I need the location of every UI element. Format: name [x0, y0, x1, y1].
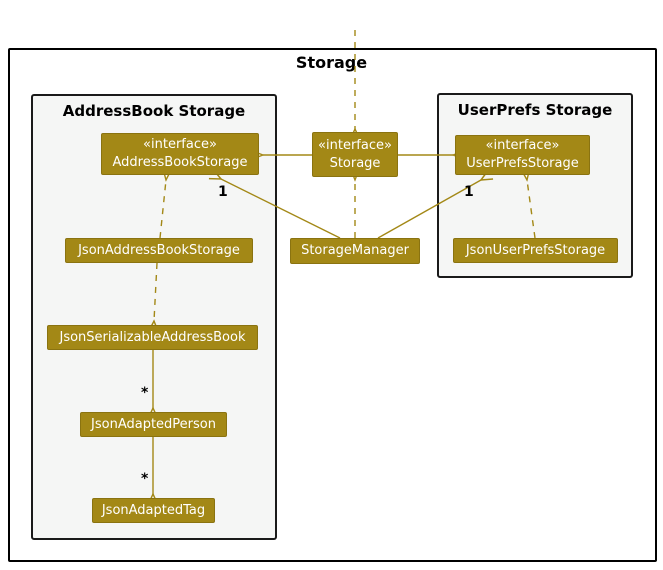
interface-userprefsstorage-node: «interface» UserPrefsStorage: [455, 135, 590, 175]
class-jsonadaptedtag-name: JsonAdaptedTag: [101, 502, 206, 518]
package-userprefs-title: UserPrefs Storage: [457, 101, 613, 119]
package-addressbook-title: AddressBook Storage: [62, 102, 246, 120]
interface-addressbookstorage-node: «interface» AddressBookStorage: [101, 133, 259, 175]
class-jsonadaptedperson-name: JsonAdaptedPerson: [91, 416, 216, 432]
interface-storage-name: Storage: [329, 155, 381, 171]
multiplicity-storagemanager-addressbookstorage: 1: [218, 184, 228, 200]
frame-title: Storage: [295, 53, 368, 72]
interface-addressbookstorage-stereotype: «interface»: [143, 137, 217, 153]
interface-storage-stereotype: «interface»: [318, 137, 392, 153]
class-jsonserializableaddressbook-name: JsonSerializableAddressBook: [59, 329, 246, 345]
class-jsonaddressbookstorage-name: JsonAddressBookStorage: [78, 242, 240, 258]
class-jsonadaptedperson-node: JsonAdaptedPerson: [80, 412, 227, 437]
multiplicity-storagemanager-userprefsstorage: 1: [464, 184, 474, 200]
class-storagemanager-node: StorageManager: [290, 238, 420, 264]
multiplicity-jsonserializableaddressbook-jsonadaptedperson: *: [141, 385, 149, 401]
interface-storage-node: «interface» Storage: [312, 132, 398, 177]
class-jsonuserprefsstorage-name: JsonUserPrefsStorage: [465, 242, 606, 258]
multiplicity-jsonadaptedperson-jsonadaptedtag: *: [141, 471, 149, 487]
interface-userprefsstorage-name: UserPrefsStorage: [466, 156, 579, 171]
class-jsonserializableaddressbook-node: JsonSerializableAddressBook: [47, 325, 258, 350]
class-jsonuserprefsstorage-node: JsonUserPrefsStorage: [453, 238, 618, 263]
interface-userprefsstorage-stereotype: «interface»: [485, 138, 560, 154]
class-storagemanager-name: StorageManager: [301, 243, 409, 259]
class-jsonadaptedtag-node: JsonAdaptedTag: [92, 498, 215, 523]
interface-addressbookstorage-name: AddressBookStorage: [112, 155, 248, 170]
class-jsonaddressbookstorage-node: JsonAddressBookStorage: [65, 238, 253, 263]
